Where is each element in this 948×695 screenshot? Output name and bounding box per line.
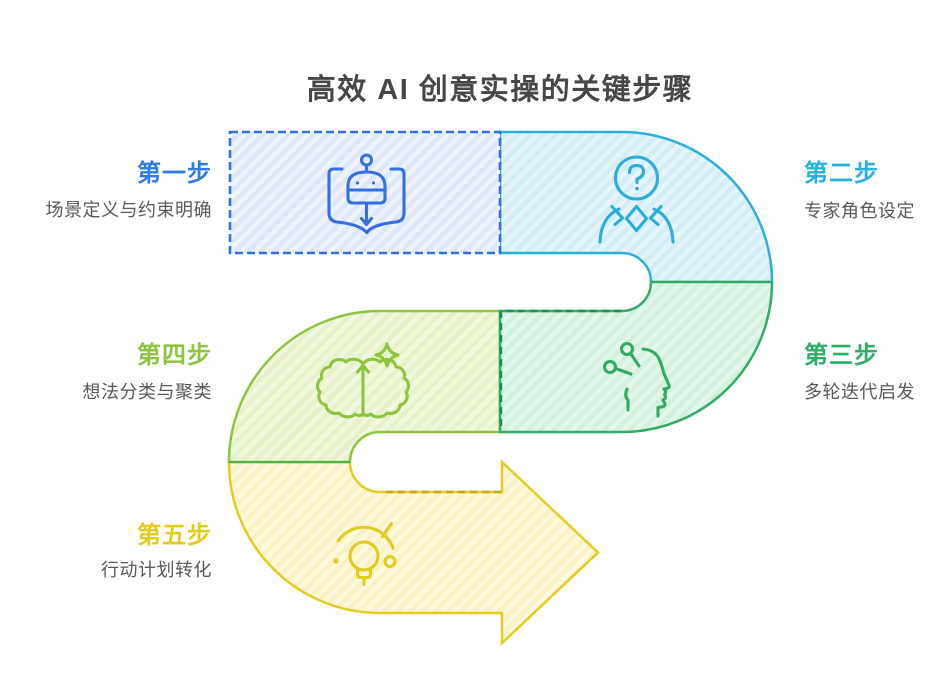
step3-label: 第三步 bbox=[804, 342, 879, 369]
step3-dashed-border bbox=[499, 309, 621, 431]
book-robot-icon bbox=[327, 153, 406, 235]
step2-label: 第二步 bbox=[804, 160, 879, 187]
page-title: 高效 AI 创意实操的关键步骤 bbox=[306, 74, 694, 106]
bulb-refresh-icon bbox=[333, 521, 397, 587]
profile-ideas-icon bbox=[602, 341, 671, 418]
step5-desc: 行动计划转化 bbox=[101, 560, 212, 580]
step3-desc: 多轮迭代启发 bbox=[804, 382, 915, 402]
step1-desc: 场景定义与约束明确 bbox=[45, 200, 212, 220]
expert-question-icon bbox=[598, 155, 675, 244]
step5-label: 第五步 bbox=[137, 522, 212, 549]
segment-step5 bbox=[227, 459, 600, 646]
step1-label: 第一步 bbox=[137, 160, 212, 187]
segment-step1 bbox=[228, 130, 502, 255]
brain-sparkle-icon bbox=[316, 342, 410, 419]
segment-step3 bbox=[498, 280, 774, 434]
step2-desc: 专家角色设定 bbox=[804, 201, 915, 221]
step4-desc: 想法分类与聚类 bbox=[82, 382, 212, 402]
step4-label: 第四步 bbox=[137, 342, 212, 369]
